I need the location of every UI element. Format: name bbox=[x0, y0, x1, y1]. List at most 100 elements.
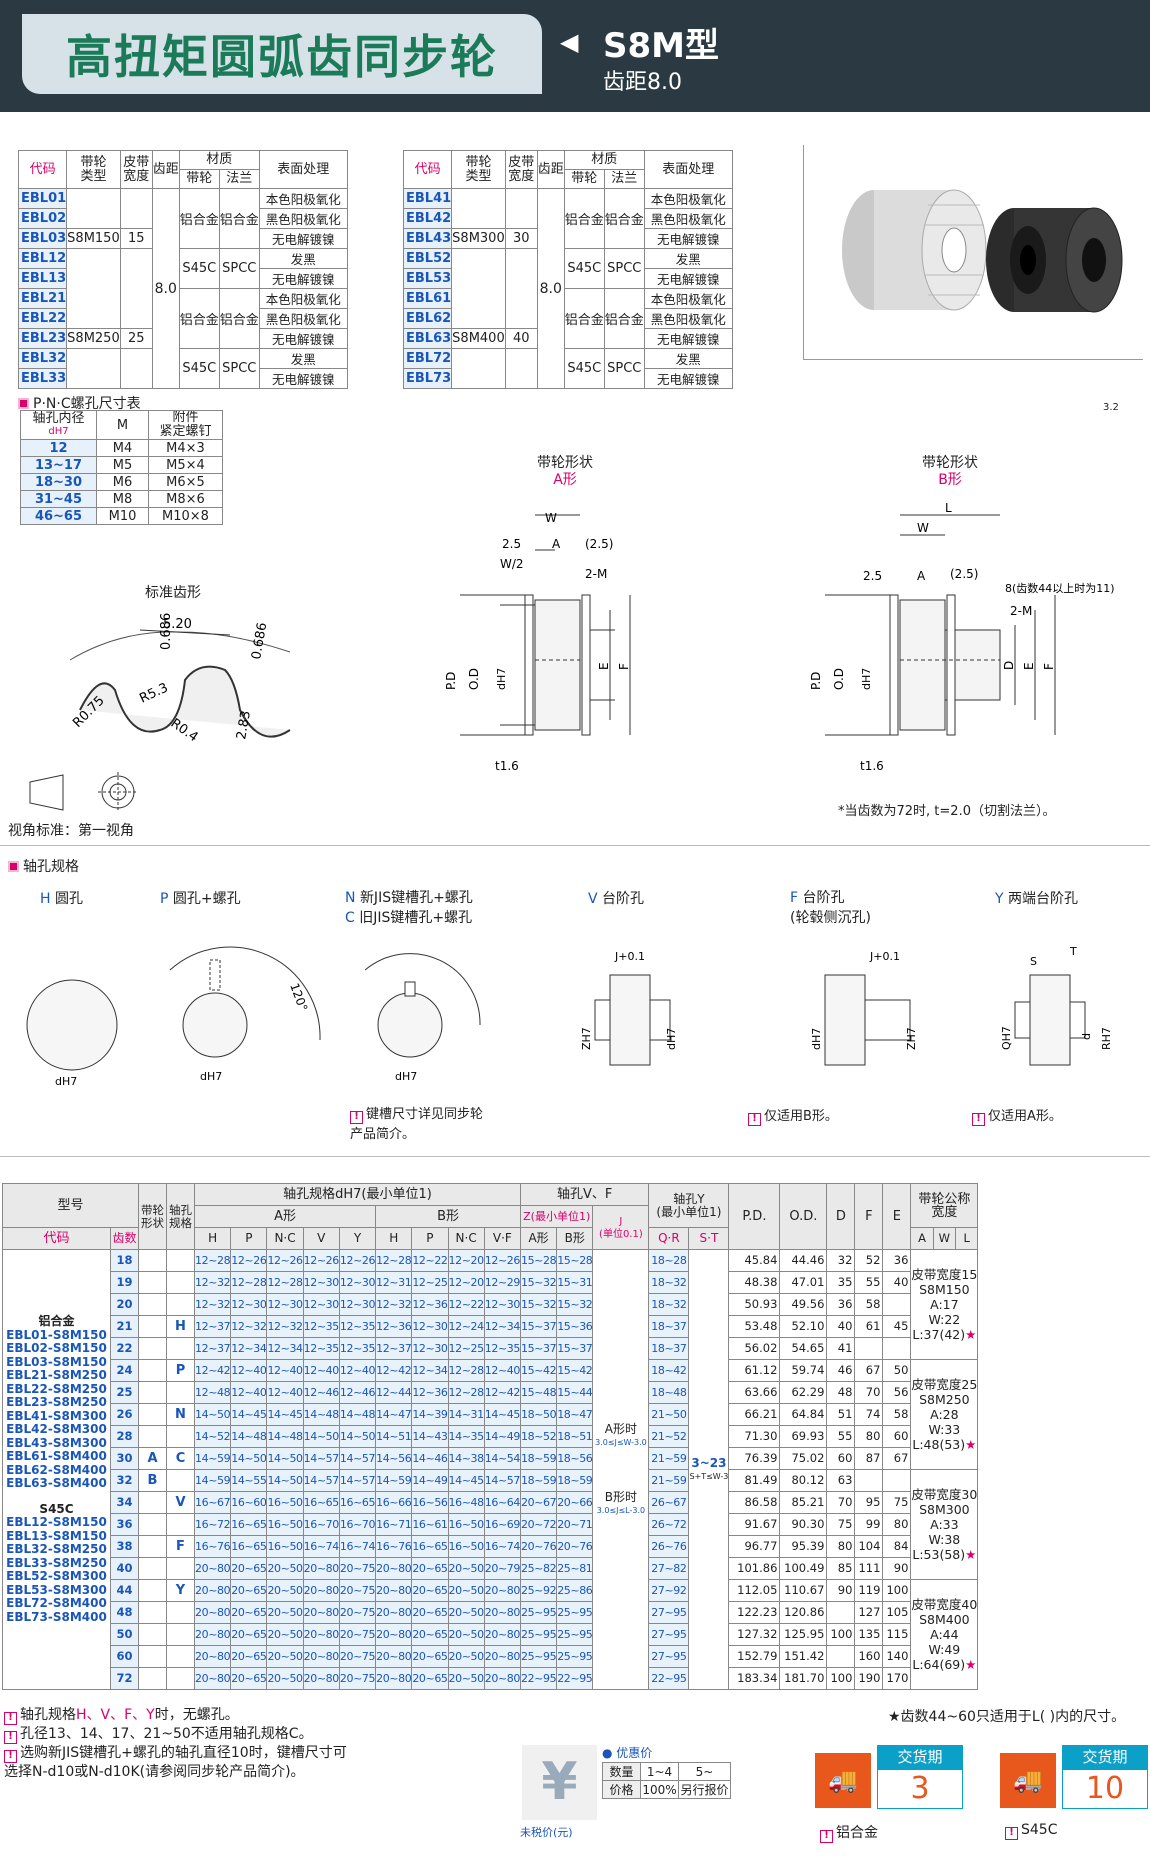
bore-range: 20~80 bbox=[483, 1579, 521, 1602]
bore-range: 15~44 bbox=[556, 1381, 594, 1404]
spec-cell bbox=[166, 1667, 195, 1690]
header-code: 代码 bbox=[402, 150, 453, 189]
bore-range: 14~31 bbox=[447, 1403, 485, 1426]
pnc-h1-sub: dH7 bbox=[48, 426, 69, 437]
dim-t16: t1.6 bbox=[860, 759, 884, 773]
bore-note-keyway: !键槽尺寸详见同步轮 产品简介。 bbox=[350, 1105, 483, 1145]
d-value: 63 bbox=[826, 1469, 856, 1492]
e-value: 100 bbox=[882, 1579, 912, 1602]
bore-nc-dh7: dH7 bbox=[395, 1070, 417, 1083]
pd-value: 61.12 bbox=[728, 1359, 781, 1382]
d-value: 51 bbox=[826, 1403, 856, 1426]
d-value: 85 bbox=[826, 1557, 856, 1580]
bore-y-d: d bbox=[1080, 1033, 1093, 1040]
od-value: 100.49 bbox=[779, 1557, 828, 1580]
qr-range: 21~52 bbox=[648, 1425, 690, 1448]
bore-range: 16~61 bbox=[411, 1513, 449, 1536]
pd-value: 66.21 bbox=[728, 1403, 781, 1426]
bore-range: 22~95 bbox=[519, 1667, 558, 1690]
bore-range: 20~50 bbox=[447, 1667, 485, 1690]
view-standard-note: 视角标准：第一视角 bbox=[8, 823, 134, 839]
material-pulley: S45C bbox=[563, 248, 605, 289]
surface-cell: 无电解镀镍 bbox=[643, 368, 733, 389]
bore-range: 25~95 bbox=[519, 1645, 558, 1668]
bore-range: 12~30 bbox=[230, 1293, 268, 1316]
type-cell bbox=[66, 188, 121, 229]
pnc-m: M10 bbox=[96, 507, 149, 525]
surface-cell: 无电解镀镍 bbox=[643, 328, 733, 349]
material-flange: SPCC bbox=[603, 348, 645, 389]
bore-range: 20~80 bbox=[375, 1667, 413, 1690]
shape-cell: A bbox=[138, 1447, 167, 1470]
bore-range: 12~34 bbox=[266, 1337, 304, 1360]
bore-range: 12~44 bbox=[375, 1381, 413, 1404]
surface-cell: 无电解镀镍 bbox=[258, 368, 348, 389]
bore-range: 12~40 bbox=[230, 1359, 268, 1382]
bore-range: 12~34 bbox=[483, 1315, 521, 1338]
section-square-icon bbox=[18, 398, 29, 409]
dim-2-5p: (2.5) bbox=[950, 567, 978, 581]
material-pulley: S45C bbox=[563, 348, 605, 389]
bore-range: 12~35 bbox=[338, 1315, 377, 1338]
width-cell bbox=[504, 188, 538, 229]
projection-symbol bbox=[29, 772, 138, 812]
bore-range: 16~65 bbox=[302, 1491, 340, 1514]
bore-range: 12~28 bbox=[230, 1271, 268, 1294]
belt-w: W:49 bbox=[928, 1642, 961, 1657]
bore-range: 14~50 bbox=[302, 1425, 340, 1448]
od-value: 47.01 bbox=[779, 1271, 828, 1294]
bore-range: 15~31 bbox=[556, 1271, 594, 1294]
dim-2-5: 2.5 bbox=[502, 537, 521, 551]
star-icon: ★ bbox=[965, 1657, 977, 1672]
bore-range: 12~28 bbox=[375, 1249, 413, 1272]
product-code: EBL02 bbox=[17, 208, 68, 229]
bore-range: 20~80 bbox=[375, 1623, 413, 1646]
tooth-title: 标准齿形 bbox=[145, 585, 201, 601]
qr-range: 22~95 bbox=[648, 1667, 690, 1690]
teeth-count: 28 bbox=[110, 1425, 139, 1448]
teeth-count: 26 bbox=[110, 1403, 139, 1426]
spacer bbox=[4, 1491, 110, 1503]
dim-l: L bbox=[945, 501, 952, 515]
bore-range: 16~50 bbox=[266, 1535, 304, 1558]
header-e: E bbox=[882, 1183, 912, 1250]
bore-y-s: S bbox=[1030, 955, 1037, 968]
note-icon: ! bbox=[820, 1830, 833, 1843]
bore-range: 15~42 bbox=[519, 1359, 558, 1382]
bore-range: 12~36 bbox=[411, 1293, 449, 1316]
spec-cell bbox=[166, 1249, 195, 1272]
surface-cell: 无电解镀镍 bbox=[258, 268, 348, 289]
bore-y-t: T bbox=[1069, 945, 1077, 958]
bore-range: 12~46 bbox=[302, 1381, 340, 1404]
bore-y-r: RH7 bbox=[1100, 1027, 1113, 1050]
product-code: EBL32 bbox=[17, 348, 68, 369]
spec-cell: F bbox=[166, 1535, 195, 1558]
material-flange: 铝合金 bbox=[218, 288, 260, 349]
dim-f: F bbox=[617, 663, 631, 670]
bore-range: 16~60 bbox=[230, 1491, 268, 1514]
dim-w2: W/2 bbox=[500, 557, 524, 571]
pnc-title-text: P·N·C螺孔尺寸表 bbox=[33, 396, 141, 412]
bore-range: 20~67 bbox=[519, 1491, 558, 1514]
d-value: 41 bbox=[826, 1337, 856, 1360]
teeth-count: 24 bbox=[110, 1359, 139, 1382]
spec-cell: P bbox=[166, 1359, 195, 1382]
pd-value: 50.93 bbox=[728, 1293, 781, 1316]
teeth-count: 18 bbox=[110, 1249, 139, 1272]
d-value: 55 bbox=[826, 1425, 856, 1448]
bore-range: 12~40 bbox=[483, 1359, 521, 1382]
shape-b-title-text: 带轮形状 bbox=[922, 455, 978, 471]
bore-note-b-text: 仅适用B形。 bbox=[764, 1109, 838, 1124]
bore-f-j: J+0.1 bbox=[869, 950, 900, 963]
spec-cell bbox=[166, 1557, 195, 1580]
bore-range: 16~50 bbox=[447, 1513, 485, 1536]
